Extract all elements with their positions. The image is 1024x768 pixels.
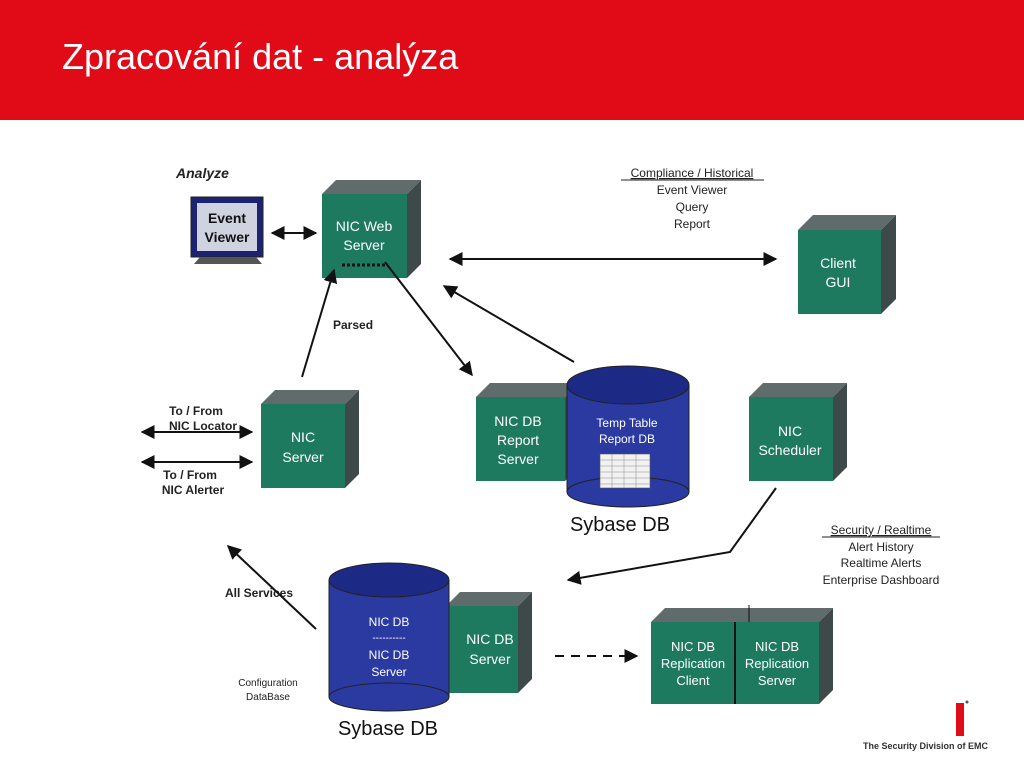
repl-server-label-1: NIC DB	[755, 639, 799, 654]
client-gui-box: Client GUI	[798, 215, 896, 314]
repl-server-label-3: Server	[758, 673, 797, 688]
nic-db-cylinder: NIC DB ---------- NIC DB Server	[328, 562, 450, 712]
security-line-3: Enterprise Dashboard	[823, 573, 940, 587]
connector-arrows	[140, 226, 778, 663]
repl-client-label-2: Replication	[661, 656, 725, 671]
brand-logo-dot	[965, 700, 969, 704]
client-gui-label-1: Client	[820, 255, 856, 271]
nic-server-label-2: Server	[282, 449, 324, 465]
web-server-label-1: NIC Web	[336, 218, 393, 234]
alerter-label-1: To / From	[163, 468, 217, 482]
nicdb-cyl-label-2: ----------	[372, 633, 405, 644]
report-server-label-2: Report	[497, 432, 539, 448]
nic-db-server-box: NIC DB Server	[446, 592, 532, 693]
event-viewer-label-1: Event	[208, 210, 246, 226]
all-services-label: All Services	[225, 586, 293, 600]
brand-tagline: The Security Division of EMC	[862, 741, 988, 751]
analyze-label: Analyze	[175, 165, 229, 181]
nic-server-label-1: NIC	[291, 429, 315, 445]
web-server-label-2: Server	[343, 237, 385, 253]
locator-label-2: NIC Locator	[169, 419, 237, 433]
alerter-label-2: NIC Alerter	[162, 483, 225, 497]
replication-box: NIC DB Replication Client NIC DB Replica…	[651, 605, 833, 704]
nic-db-report-server-box: NIC DB Report Server	[476, 383, 579, 481]
slide-title: Zpracování dat - analýza	[62, 36, 459, 77]
arrow-scheduler-nicdb	[566, 487, 777, 585]
locator-label-1: To / From	[169, 404, 223, 418]
nicdb-server-label-1: NIC DB	[466, 631, 513, 647]
event-viewer-label-2: Viewer	[205, 229, 250, 245]
nic-web-server-box: NIC Web Server	[322, 180, 421, 278]
report-server-label-3: Server	[497, 451, 539, 467]
nic-scheduler-box: NIC Scheduler	[749, 383, 847, 481]
temp-table-cylinder: Temp Table Report DB	[566, 365, 690, 508]
table-grid-icon	[599, 453, 651, 489]
security-line-1: Alert History	[848, 540, 913, 554]
brand-logo-bar	[956, 703, 964, 736]
arrow-nicserver-webserver	[301, 268, 338, 378]
slide-header	[0, 0, 1024, 120]
compliance-line-2: Query	[676, 200, 709, 214]
header-peak-shape	[905, 82, 955, 120]
report-server-label-1: NIC DB	[494, 413, 541, 429]
event-viewer-monitor: Event Viewer	[190, 196, 264, 264]
arrow-webserver-reportserver	[384, 261, 473, 377]
repl-client-label-3: Client	[676, 673, 710, 688]
nicdb-cyl-label-1: NIC DB	[369, 615, 410, 629]
scheduler-label-2: Scheduler	[758, 442, 821, 458]
config-label-2: DataBase	[246, 692, 290, 703]
compliance-line-3: Report	[674, 217, 711, 231]
compliance-heading: Compliance / Historical	[631, 166, 754, 180]
client-gui-label-2: GUI	[826, 274, 851, 290]
security-heading: Security / Realtime	[831, 523, 932, 537]
nicdb-server-label-2: Server	[469, 651, 511, 667]
security-line-2: Realtime Alerts	[841, 556, 922, 570]
repl-server-label-2: Replication	[745, 656, 809, 671]
sybase-db-label-1: Sybase DB	[570, 514, 670, 536]
scheduler-label-1: NIC	[778, 423, 802, 439]
repl-client-label-1: NIC DB	[671, 639, 715, 654]
temp-table-label-1: Temp Table	[596, 416, 657, 430]
nic-server-box: NIC Server	[261, 390, 359, 488]
nicdb-cyl-label-4: Server	[371, 665, 406, 679]
compliance-line-1: Event Viewer	[657, 183, 727, 197]
temp-table-label-2: Report DB	[599, 432, 655, 446]
nicdb-cyl-label-3: NIC DB	[369, 648, 410, 662]
parsed-label: Parsed	[333, 318, 373, 332]
config-label-1: Configuration	[238, 678, 297, 689]
sybase-db-label-2: Sybase DB	[338, 718, 438, 740]
arrow-sybase-webserver	[442, 285, 575, 363]
arrow-nicdb-allservices	[226, 545, 317, 630]
